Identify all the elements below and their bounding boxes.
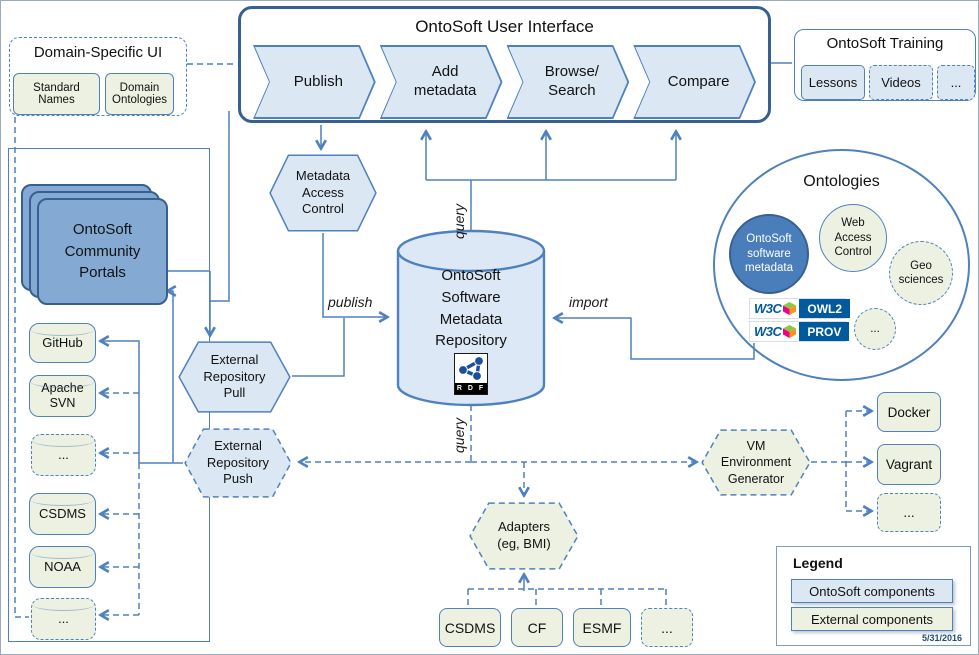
ui-title: OntoSoft User Interface: [415, 17, 594, 36]
chevron-publish-fill: [255, 47, 374, 117]
chevron-add-metadata: Add metadata: [380, 45, 503, 119]
owl2-label: OWL2: [799, 299, 851, 318]
training-videos-box: Videos: [869, 65, 933, 100]
legend-box: Legend OntoSoft components External comp…: [776, 546, 971, 646]
adapter-more-box: ...: [641, 608, 693, 647]
chevron-publish: Publish: [253, 45, 376, 119]
vm-docker-box: Docker: [877, 392, 941, 432]
legend-date: 5/31/2016: [921, 633, 962, 643]
repo-noaa: NOAA: [29, 546, 96, 588]
vm-generator-hex: VM Environment Generator: [701, 429, 811, 496]
external-repo-pull-hex: External Repository Pull: [178, 341, 291, 413]
external-repo-push-hex: External Repository Push: [184, 428, 292, 498]
external-repo-push-label: External Repository Push: [206, 437, 270, 487]
vm-generator-label: VM Environment Generator: [720, 439, 792, 486]
legend-title: Legend: [793, 555, 843, 571]
ontology-more: ...: [854, 308, 896, 350]
metadata-access-control-label: Metadata Access Control: [295, 167, 351, 217]
training-title: OntoSoft Training: [826, 35, 944, 52]
w3c-logo: W3C: [754, 324, 782, 339]
domain-specific-ui-title: Domain-Specific UI: [33, 44, 163, 61]
adapter-esmf-box: ESMF: [573, 608, 631, 647]
adapters-label: Adapters (eg, BMI): [497, 519, 551, 551]
chevron-browse-search-label: Browse/ Search: [544, 63, 599, 99]
vm-more-box: ...: [877, 493, 941, 532]
prov-label: PROV: [799, 322, 850, 341]
ontology-ontosoft-metadata: OntoSoft software metadata: [729, 214, 809, 294]
legend-ontosoft-components: OntoSoft components: [791, 579, 953, 603]
chevron-compare-fill: [635, 47, 754, 117]
adapters-hex: Adapters (eg, BMI): [469, 502, 579, 570]
query-bottom-edge-label: query: [451, 417, 467, 453]
chevron-add-metadata-label: Add metadata: [413, 63, 477, 99]
repo-apache-svn: Apache SVN: [29, 375, 96, 417]
domain-ontologies-box: Domain Ontologies: [105, 73, 174, 115]
publish-edge-label: publish: [328, 294, 373, 310]
query-top-edge-label: query: [451, 203, 467, 239]
chevron-compare: Compare: [633, 45, 756, 119]
ontology-geosciences: Geo sciences: [889, 241, 953, 305]
chevron-compare-label: Compare: [667, 72, 730, 90]
adapter-cf-box: CF: [511, 608, 563, 647]
rdf-icon-text: R D F: [455, 383, 487, 394]
vm-vagrant-box: Vagrant: [877, 444, 941, 485]
standard-names-box: Standard Names: [13, 73, 100, 115]
repo-github: GitHub: [29, 323, 96, 363]
training-more-box: ...: [937, 65, 975, 100]
training-lessons-box: Lessons: [801, 65, 865, 100]
ontologies-title: Ontologies: [803, 173, 880, 190]
ui-box: OntoSoft User Interface Publish Add meta…: [238, 6, 771, 123]
adapter-csdms-box: CSDMS: [439, 608, 501, 647]
w3c-cube-icon: [783, 325, 797, 338]
community-portals-node: OntoSoft Community Portals: [37, 198, 168, 305]
w3c-owl2-badge: W3C OWL2: [749, 298, 851, 319]
chevron-publish-label: Publish: [293, 72, 343, 90]
ontology-web-access-control: Web Access Control: [819, 204, 887, 272]
edge-pull-to-publish: [292, 318, 345, 377]
rdf-icon: R D F: [454, 353, 488, 395]
w3c-prov-badge: W3C PROV: [749, 321, 850, 342]
repo-csdms: CSDMS: [29, 493, 96, 535]
edge-import: [555, 318, 755, 360]
repo-more-2: ...: [31, 598, 96, 640]
chevron-add-metadata-fill: [382, 47, 501, 117]
metadata-repository-label: OntoSoft Software Metadata Repository: [435, 267, 507, 350]
legend-external-components: External components: [791, 607, 953, 631]
metadata-access-control-hex: Metadata Access Control: [269, 154, 377, 232]
w3c-cube-icon: [783, 302, 797, 315]
repo-more-1: ...: [31, 434, 96, 476]
import-edge-label: import: [569, 294, 608, 310]
chevron-browse-search: Browse/ Search: [507, 45, 630, 119]
external-repo-pull-label: External Repository Pull: [203, 351, 266, 401]
metadata-repository-cylinder: OntoSoft Software Metadata Repository R …: [396, 229, 546, 407]
chevron-browse-search-fill: [509, 47, 628, 117]
w3c-logo: W3C: [754, 301, 782, 316]
ui-chevron-row: Publish Add metadata Browse/ Search Comp…: [251, 45, 758, 119]
